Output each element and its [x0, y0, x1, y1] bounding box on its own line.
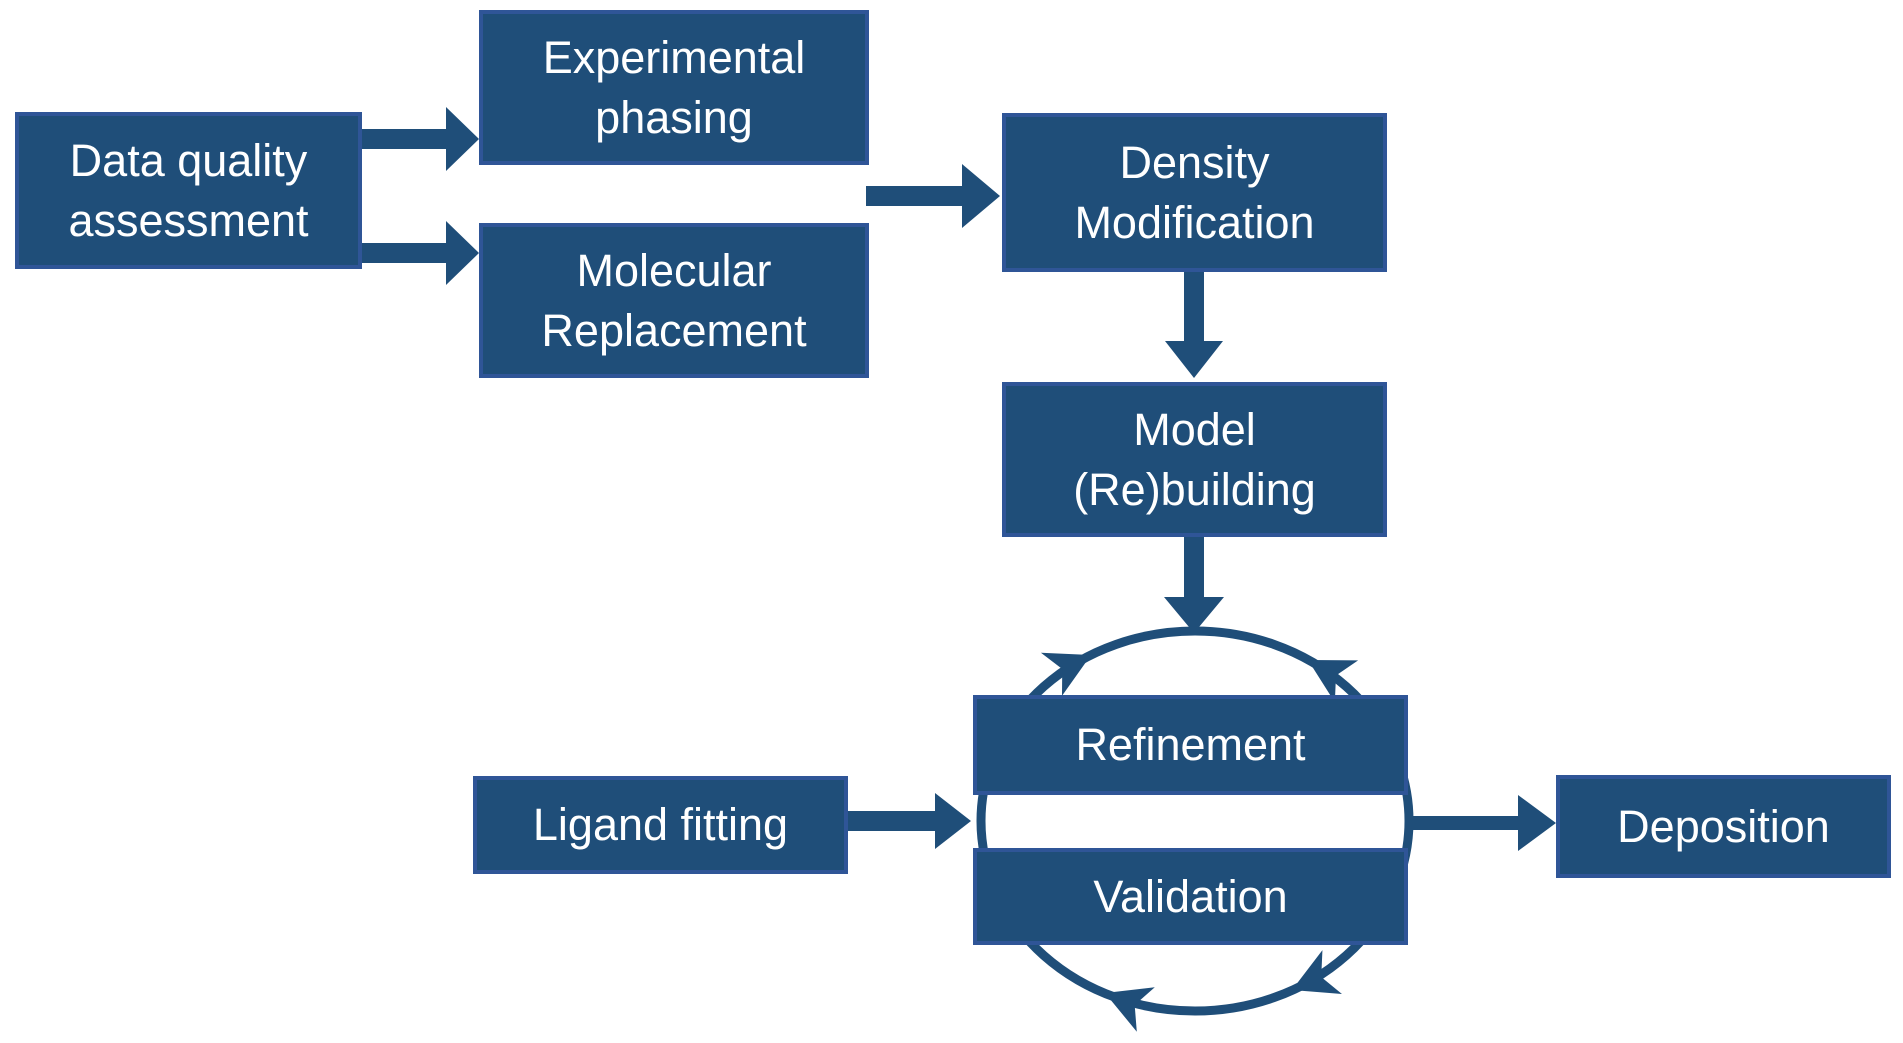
box-ligand-fitting: Ligand fitting	[473, 776, 848, 874]
box-label-experimental-phasing: Experimental phasing	[542, 32, 806, 143]
arrow-dqa-to-molecular	[362, 221, 479, 285]
box-label-molecular-replacement: Molecular Replacement	[541, 245, 807, 356]
arrow-phasing-to-density	[866, 164, 1000, 228]
cycle-arrowhead-top-right	[1308, 660, 1359, 703]
box-data-quality-assessment: Data quality assessment	[15, 112, 362, 269]
box-molecular-replacement: Molecular Replacement	[479, 223, 869, 378]
box-label-ligand-fitting: Ligand fitting	[532, 799, 789, 851]
cycle-arrowhead-bottom-left	[1105, 987, 1155, 1032]
box-deposition: Deposition	[1556, 775, 1891, 878]
arrow-density-to-model	[1165, 272, 1223, 378]
box-label-density-modification: Density Modification	[1074, 137, 1315, 248]
arrow-dqa-to-experimental	[362, 107, 479, 171]
box-label-data-quality-assessment: Data quality assessment	[68, 135, 309, 246]
cycle-arrowhead-bottom-right	[1292, 950, 1342, 995]
box-model-rebuilding: Model (Re)building	[1002, 382, 1387, 537]
box-label-deposition: Deposition	[1617, 800, 1830, 852]
box-refinement: Refinement	[973, 695, 1408, 795]
box-experimental-phasing: Experimental phasing	[479, 10, 869, 165]
box-label-refinement: Refinement	[1075, 719, 1306, 771]
cycle-arrowhead-top-left	[1040, 652, 1091, 696]
box-validation: Validation	[973, 848, 1408, 945]
arrow-ligand-to-cycle	[848, 793, 971, 849]
cycle-ellipse	[976, 626, 1414, 1016]
arrow-cycle-to-deposition	[1408, 795, 1556, 851]
box-label-model-rebuilding: Model (Re)building	[1073, 404, 1316, 515]
arrow-model-to-cycle	[1164, 537, 1224, 633]
box-label-validation: Validation	[1093, 870, 1288, 922]
box-density-modification: Density Modification	[1002, 113, 1387, 272]
